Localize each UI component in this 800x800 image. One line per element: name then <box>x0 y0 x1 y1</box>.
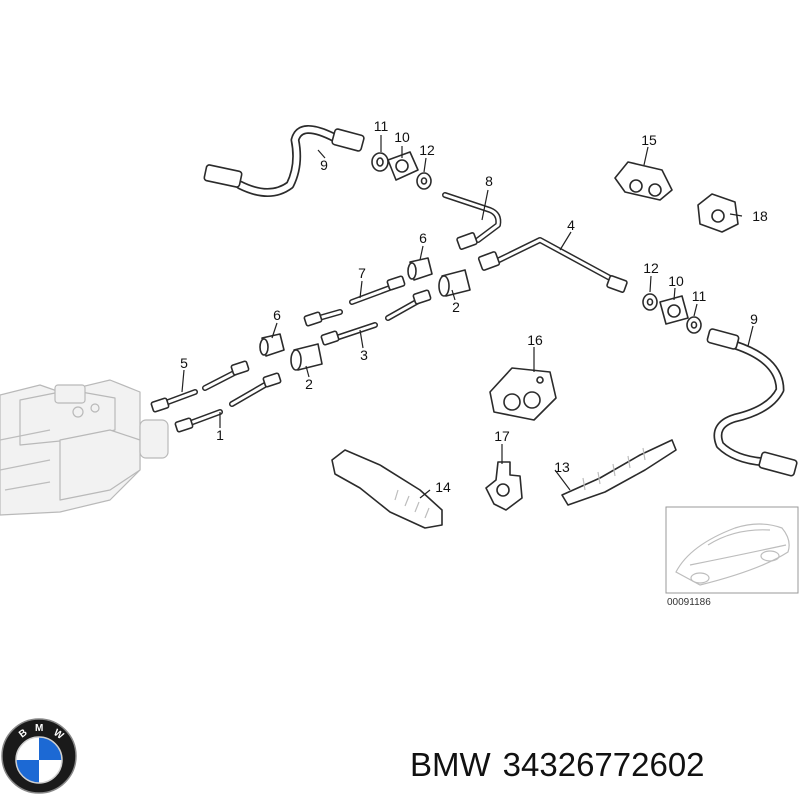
brake-pipe-1 <box>174 372 282 433</box>
part-title: BMW 34326772602 <box>410 740 795 790</box>
callout-3: 3 <box>360 347 368 363</box>
part-number: 34326772602 <box>502 746 705 783</box>
callout-10-top: 10 <box>394 129 410 145</box>
callout-6-upper: 6 <box>419 230 427 246</box>
callout-17: 17 <box>494 428 510 444</box>
banjo-bolt-10-top <box>387 151 419 181</box>
callout-10-right: 10 <box>668 273 684 289</box>
callout-18: 18 <box>752 208 768 224</box>
callout-14: 14 <box>435 479 451 495</box>
abs-unit <box>0 379 169 516</box>
brake-pipe-3 <box>320 289 432 346</box>
callout-7: 7 <box>358 265 366 281</box>
callout-1: 1 <box>216 427 224 443</box>
bmw-logo: B M W <box>1 718 77 794</box>
fitting-2-lower <box>290 343 323 371</box>
brake-pipe-4 <box>477 237 628 293</box>
banjo-bolt-10-right <box>659 295 689 325</box>
callout-6-lower: 6 <box>273 307 281 323</box>
callout-2-upper: 2 <box>452 299 460 315</box>
brake-hose-9-top <box>203 125 365 197</box>
callout-leaders <box>181 135 754 499</box>
pipe-holder-16 <box>489 367 557 421</box>
fitting-6-upper <box>407 257 433 281</box>
callout-16: 16 <box>527 332 543 348</box>
callout-4: 4 <box>567 217 575 233</box>
callout-2-lower: 2 <box>305 376 313 392</box>
callout-11-top: 11 <box>374 118 389 134</box>
callout-8: 8 <box>485 173 493 189</box>
fitting-2-upper <box>438 269 471 297</box>
callout-labels: 11 10 12 9 8 4 6 2 7 6 3 5 2 1 15 18 12 … <box>180 118 768 495</box>
fitting-6-lower <box>259 333 285 357</box>
callout-5: 5 <box>180 355 188 371</box>
brake-hose-9-right <box>706 328 798 477</box>
callout-11-right: 11 <box>692 288 707 304</box>
callout-15: 15 <box>641 132 657 148</box>
callout-9-right: 9 <box>750 311 758 327</box>
callout-12-right: 12 <box>643 260 659 276</box>
pipe-holder-18 <box>697 193 739 233</box>
callout-9-top: 9 <box>320 157 328 173</box>
pipe-clip-14 <box>331 449 443 529</box>
inset-reference: 00091186 <box>667 597 711 608</box>
brake-pipe-5 <box>150 360 250 413</box>
svg-text:M: M <box>35 723 43 734</box>
brake-pipe-8 <box>442 192 502 250</box>
brand-name: BMW <box>410 746 491 783</box>
callout-12-top: 12 <box>419 142 435 158</box>
vehicle-inset <box>665 506 799 594</box>
callout-13: 13 <box>554 459 570 475</box>
pipe-holder-15 <box>614 161 673 201</box>
pipe-holder-17 <box>485 461 523 511</box>
brake-pipe-7 <box>303 275 406 327</box>
pipe-clip-13 <box>561 439 677 506</box>
